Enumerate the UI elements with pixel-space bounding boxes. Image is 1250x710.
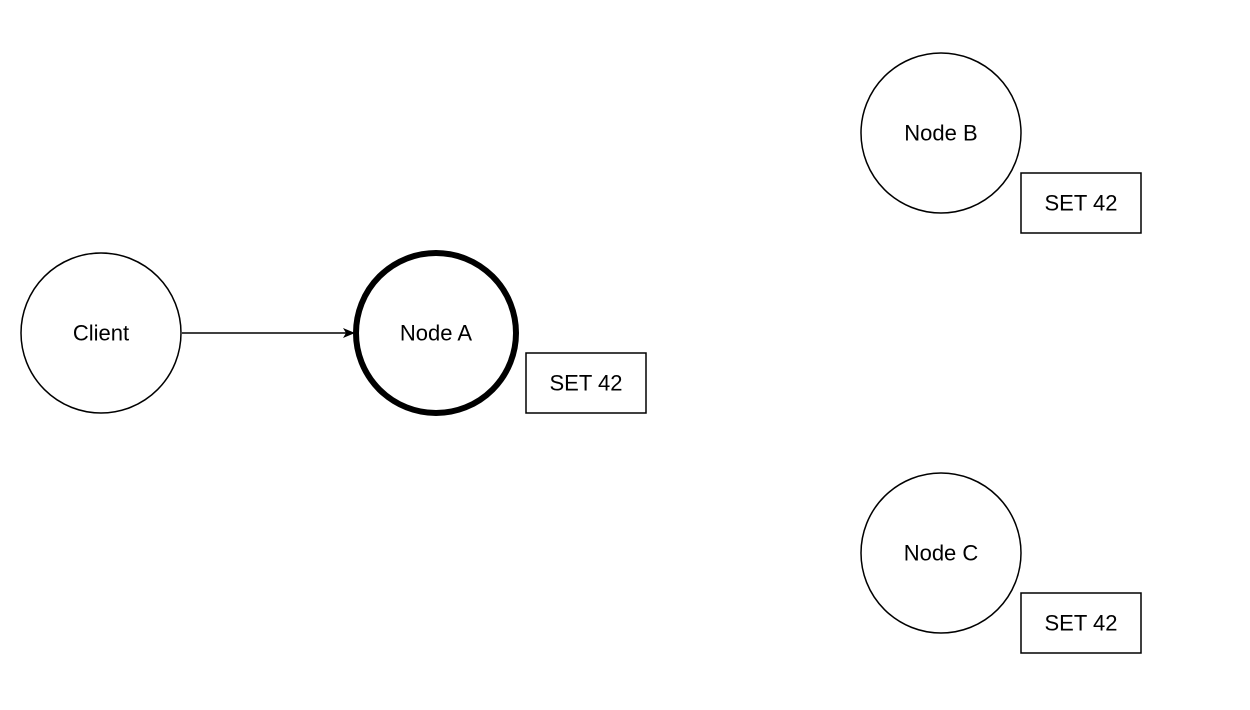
node-a-log-box: SET 42 <box>525 352 647 414</box>
node-a[interactable]: Node A <box>353 250 519 416</box>
node-b-label: Node B <box>904 121 977 146</box>
node-a-log-label: SET 42 <box>550 371 623 396</box>
node-c[interactable]: Node C <box>860 472 1022 634</box>
node-client[interactable]: Client <box>20 252 182 414</box>
node-b-log-box: SET 42 <box>1020 172 1142 234</box>
node-b[interactable]: Node B <box>860 52 1022 214</box>
node-c-log-box: SET 42 <box>1020 592 1142 654</box>
node-a-circle <box>353 250 519 416</box>
node-client-circle <box>20 252 182 414</box>
node-c-circle <box>860 472 1022 634</box>
node-client-label: Client <box>73 321 129 346</box>
node-c-label: Node C <box>904 541 979 566</box>
node-a-label: Node A <box>400 321 472 346</box>
node-b-log-label: SET 42 <box>1045 191 1118 216</box>
node-c-log-label: SET 42 <box>1045 611 1118 636</box>
node-b-circle <box>860 52 1022 214</box>
